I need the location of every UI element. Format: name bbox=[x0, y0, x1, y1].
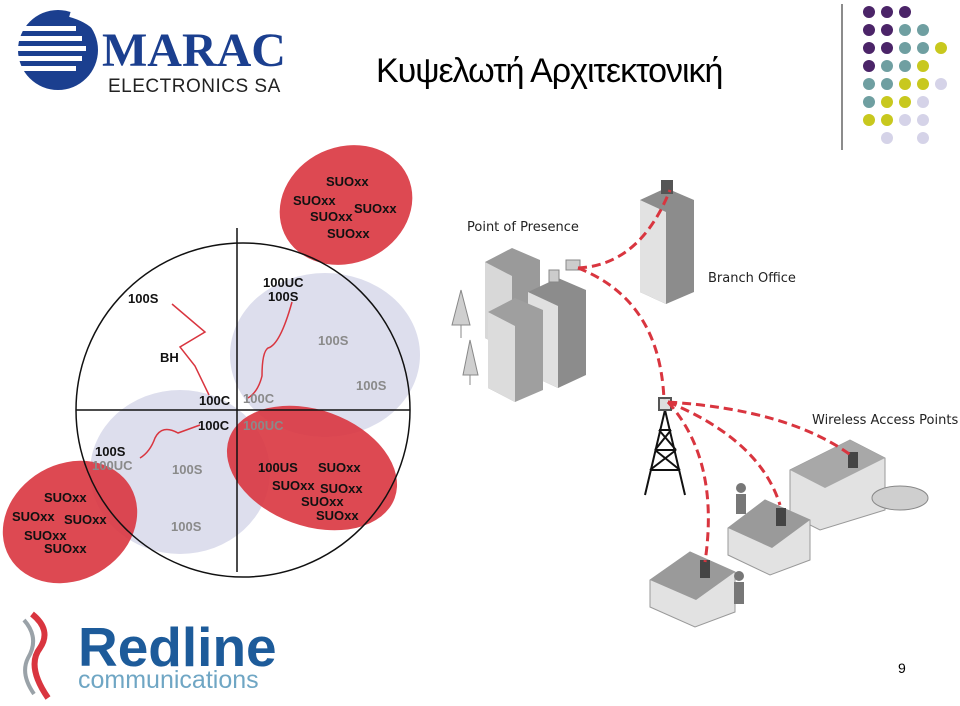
label-bh: BH bbox=[160, 350, 179, 365]
label-100s: 100S bbox=[356, 378, 387, 393]
label-100c: 100C bbox=[243, 391, 275, 406]
cell-architecture-diagram: SUOxx SUOxx SUOxx SUOxx SUOxx 100S 100UC… bbox=[2, 145, 420, 584]
label-suoxx: SUOxx bbox=[354, 201, 397, 216]
label-suoxx: SUOxx bbox=[326, 174, 369, 189]
label-100us: 100US bbox=[258, 460, 298, 475]
label-100uc: 100UC bbox=[263, 275, 304, 290]
label-suoxx: SUOxx bbox=[64, 512, 107, 527]
label-100s: 100S bbox=[318, 333, 349, 348]
label-suoxx: SUOxx bbox=[293, 193, 336, 208]
label-100uc: 100UC bbox=[92, 458, 133, 473]
redline-brand-subtitle: communications bbox=[78, 666, 259, 694]
tree-icon bbox=[451, 289, 479, 385]
label-100s: 100S bbox=[95, 444, 126, 459]
point-of-presence-buildings-icon bbox=[485, 248, 586, 402]
wireless-links bbox=[577, 189, 853, 563]
label-100s: 100S bbox=[268, 289, 299, 304]
label-100s: 100S bbox=[171, 519, 202, 534]
slide-title: Κυψελωτή Αρχιτεκτονική bbox=[376, 52, 723, 90]
label-100uc: 100UC bbox=[243, 418, 284, 433]
label-suoxx: SUOxx bbox=[44, 541, 87, 556]
link-tower-to-ap-2 bbox=[667, 400, 782, 506]
dots bbox=[863, 6, 947, 144]
link-tower-to-ap-1 bbox=[667, 400, 853, 458]
sector-zone-top bbox=[279, 145, 413, 265]
backhaul-link-nw bbox=[171, 303, 210, 396]
wireless-access-points-label: Wireless Access Points bbox=[812, 413, 958, 428]
label-100s: 100S bbox=[172, 462, 203, 477]
coverage-zone-ne bbox=[230, 273, 420, 437]
redline-logo: Redline communications bbox=[22, 611, 277, 700]
label-suoxx: SUOxx bbox=[327, 226, 370, 241]
label-suoxx: SUOxx bbox=[12, 509, 55, 524]
marac-company-name: MARAC bbox=[102, 24, 286, 77]
person-icon bbox=[734, 483, 746, 604]
label-100c: 100C bbox=[198, 418, 230, 433]
radio-tower-icon bbox=[644, 397, 686, 496]
label-100s: 100S bbox=[128, 291, 159, 306]
link-tower-to-ap-3 bbox=[666, 400, 710, 563]
link-pop-to-branch bbox=[577, 189, 672, 270]
access-point-buildings-icon bbox=[649, 439, 929, 628]
label-suoxx: SUOxx bbox=[301, 494, 344, 509]
label-100c: 100C bbox=[199, 393, 231, 408]
marac-logo: MARAC ELECTRONICS SA bbox=[10, 10, 286, 97]
branch-office-label: Branch Office bbox=[708, 271, 796, 286]
backhaul-link-ne bbox=[247, 301, 293, 399]
page-number: 9 bbox=[898, 660, 906, 676]
sector-zone-sw bbox=[2, 460, 138, 584]
marac-company-subtitle: ELECTRONICS SA bbox=[108, 76, 281, 97]
point-of-presence-label: Point of Presence bbox=[467, 220, 579, 235]
network-scene: Point of Presence Branch Office Wireless… bbox=[451, 180, 958, 628]
label-suoxx: SUOxx bbox=[24, 528, 67, 543]
label-suoxx: SUOxx bbox=[320, 481, 363, 496]
link-pop-to-tower bbox=[577, 266, 666, 401]
car-icon bbox=[871, 485, 929, 511]
label-suoxx: SUOxx bbox=[318, 460, 361, 475]
backhaul-link-sw bbox=[139, 424, 201, 459]
branch-office-building-icon bbox=[640, 180, 694, 304]
redline-brand: Redline bbox=[78, 616, 277, 678]
marac-globe-icon bbox=[10, 10, 109, 90]
redline-swoosh-icon bbox=[30, 611, 51, 700]
decorative-dot-grid bbox=[841, 4, 947, 150]
label-suoxx: SUOxx bbox=[316, 508, 359, 523]
label-suoxx: SUOxx bbox=[272, 478, 315, 493]
label-suoxx: SUOxx bbox=[44, 490, 87, 505]
label-suoxx: SUOxx bbox=[310, 209, 353, 224]
sector-zone-se bbox=[226, 405, 398, 531]
